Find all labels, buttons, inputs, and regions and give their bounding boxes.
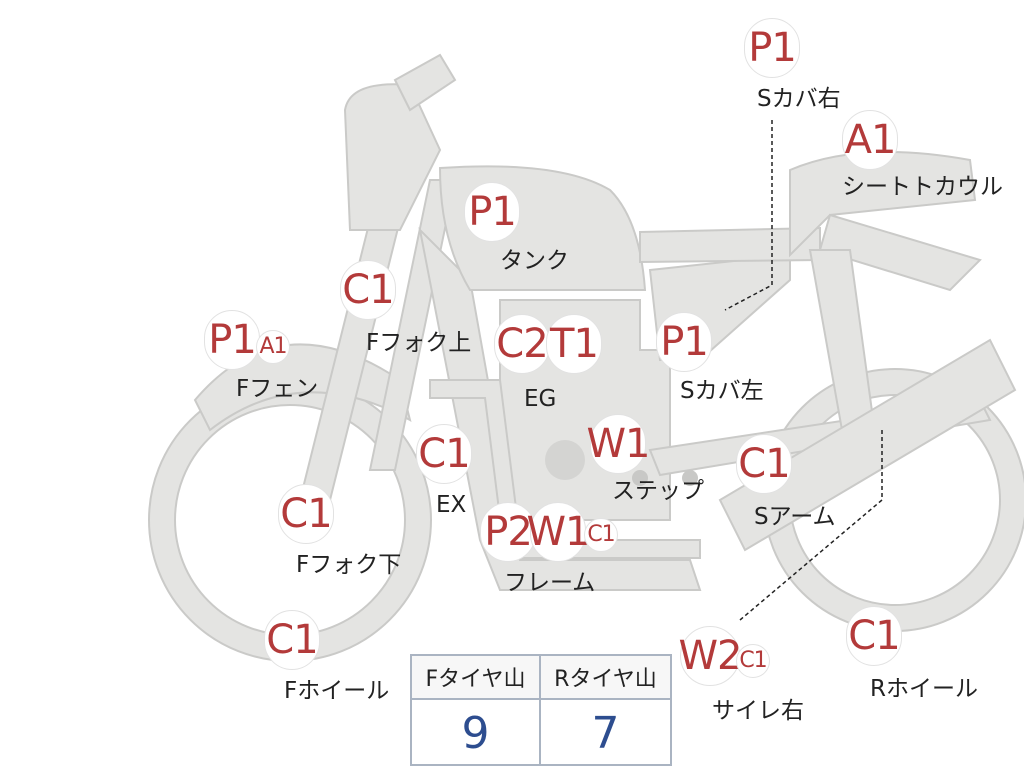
part-label-step: ステップ (612, 478, 704, 504)
part-label-frame: フレーム (504, 570, 596, 596)
part-label-engine: EG (524, 386, 557, 412)
code-badge: W2 (679, 626, 743, 686)
part-label-silencer-right: サイレ右 (712, 698, 804, 724)
r-tyre-value: 7 (591, 707, 620, 759)
headlight-shape (343, 83, 442, 231)
silencer-shape (718, 338, 1017, 552)
part-label-s-cover-right: Sカバ右 (757, 86, 841, 112)
code-badge: C1 (846, 606, 902, 666)
code-badge: P1 (744, 18, 800, 78)
leader-line-silencer (739, 430, 883, 621)
tyre-tread-table: Fタイヤ山 Rタイヤ山 9 7 (410, 654, 672, 766)
code-badge: W1 (587, 414, 651, 474)
code-badge: C1 (584, 518, 618, 552)
code-badge: C1 (416, 424, 472, 484)
part-label-exhaust: EX (436, 492, 467, 518)
part-label-seat-cowl: シートトカウル (842, 174, 1003, 200)
code-badge: A1 (842, 110, 898, 170)
part-label-f-fender: Fフェン (236, 376, 319, 402)
seat-cowl-shape (789, 151, 977, 258)
leader-line-s-cover-right (724, 120, 773, 311)
part-label-f-wheel: Fホイール (284, 678, 390, 704)
code-badge: A1 (256, 330, 290, 364)
code-badge: C2 (494, 314, 550, 374)
code-badge: C1 (264, 610, 320, 670)
code-badge: C1 (340, 260, 396, 320)
part-label-s-cover-left: Sカバ左 (680, 378, 764, 404)
code-badge: T1 (546, 314, 602, 374)
part-label-swing-arm: Sアーム (754, 504, 836, 530)
code-badge: P1 (656, 312, 712, 372)
part-label-tank: タンク (500, 248, 569, 274)
part-label-f-fork-lower: Fフォク下 (296, 552, 402, 578)
r-tyre-header: Rタイヤ山 (541, 656, 670, 700)
f-tyre-header: Fタイヤ山 (412, 656, 541, 700)
part-label-f-fork-upper: Fフォク上 (366, 330, 472, 356)
f-tyre-value: 9 (412, 700, 541, 766)
code-badge: P2 (480, 502, 536, 562)
part-label-r-wheel: Rホイール (870, 676, 978, 702)
code-badge: P1 (464, 182, 520, 242)
code-badge: P1 (204, 310, 260, 370)
exhaust-shape (429, 379, 701, 559)
code-badge: C1 (278, 484, 334, 544)
code-badge: C1 (736, 644, 770, 678)
code-badge: C1 (736, 434, 792, 494)
code-badge: W1 (527, 502, 591, 562)
